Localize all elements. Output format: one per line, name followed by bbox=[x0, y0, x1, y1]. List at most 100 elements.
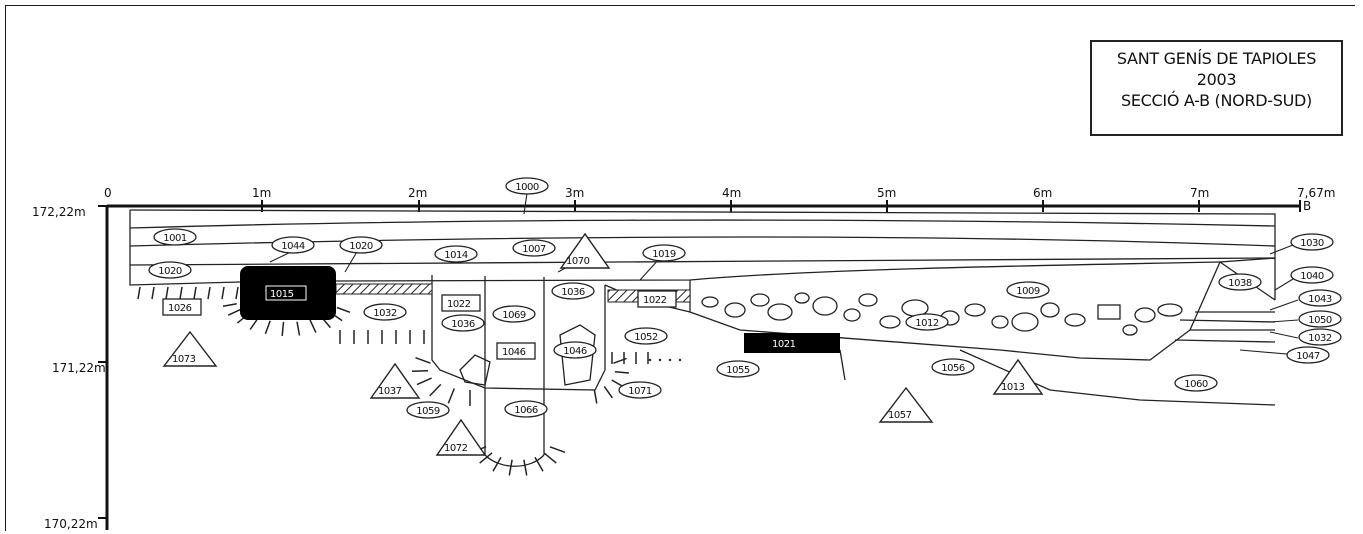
cut-mark bbox=[411, 369, 429, 373]
unit-label: 1038 bbox=[1228, 278, 1252, 289]
x-tick-label: 4m bbox=[722, 186, 741, 200]
drawing-frame bbox=[5, 5, 1355, 531]
oval-tag: 1036 bbox=[441, 314, 485, 332]
unit-label: 1032 bbox=[373, 308, 397, 319]
x-tick-label: 7,67m bbox=[1297, 186, 1335, 200]
x-tick-label: 2m bbox=[408, 186, 427, 200]
unit-label: 1022 bbox=[447, 299, 471, 310]
unit-label: 1073 bbox=[172, 354, 196, 365]
oval-tag: 1040 bbox=[1290, 266, 1334, 284]
title-line-3: SECCIÓ A-B (NORD-SUD) bbox=[1120, 91, 1312, 110]
cut-mark bbox=[543, 452, 557, 464]
cut-mark bbox=[593, 389, 598, 404]
unit-label: 1047 bbox=[1296, 351, 1320, 362]
unit-label: 1056 bbox=[941, 363, 965, 374]
cut-mark bbox=[193, 286, 197, 300]
x-tick-label: 5m bbox=[877, 186, 896, 200]
cut-mark bbox=[508, 459, 513, 476]
oval-tag: 1055 bbox=[716, 360, 760, 378]
cut-mark bbox=[534, 456, 544, 472]
cut-mark bbox=[447, 388, 455, 404]
unit-label: 1071 bbox=[628, 386, 652, 397]
unit-label: 1001 bbox=[163, 233, 187, 244]
cut-mark bbox=[415, 356, 431, 364]
oval-tag: 1032 bbox=[363, 303, 407, 321]
triangle-tags bbox=[162, 232, 1044, 456]
cut-mark bbox=[336, 306, 351, 314]
oval-tag: 1047 bbox=[1286, 346, 1330, 364]
cut-mark bbox=[264, 320, 271, 335]
unit-label: 1046 bbox=[502, 347, 526, 358]
title-line-2: 2003 bbox=[1196, 70, 1237, 89]
oval-tag: 1038 bbox=[1218, 273, 1262, 291]
stone-layer bbox=[459, 292, 1183, 386]
cut-mark bbox=[221, 286, 225, 300]
unit-label: 1020 bbox=[158, 266, 182, 277]
x-tick-label: 3m bbox=[565, 186, 584, 200]
unit-label: 1052 bbox=[634, 332, 658, 343]
unit-label: 1000 bbox=[515, 182, 539, 193]
unit-label: 1050 bbox=[1308, 315, 1332, 326]
unit-label: 1030 bbox=[1300, 238, 1324, 249]
section-end-label: B bbox=[1303, 199, 1311, 213]
unit-label: 1036 bbox=[561, 287, 585, 298]
oval-tag: 1020 bbox=[148, 261, 192, 279]
unit-label: 1060 bbox=[1184, 379, 1208, 390]
oval-tag: 1071 bbox=[618, 381, 662, 399]
rect-tags bbox=[162, 290, 677, 360]
elevation-label: 171,22m bbox=[52, 361, 106, 375]
unit-label: 1036 bbox=[451, 319, 475, 330]
elevation-label: 170,22m bbox=[44, 517, 98, 531]
oval-tag: 1032 bbox=[1298, 328, 1342, 346]
oval-tag: 1012 bbox=[905, 313, 949, 331]
oval-tag: 1009 bbox=[1006, 281, 1050, 299]
unit-label: 1059 bbox=[416, 406, 440, 417]
cut-mark bbox=[222, 303, 237, 308]
oval-tag: 1046 bbox=[553, 341, 597, 359]
cut-mark bbox=[296, 321, 301, 336]
unit-label: 1012 bbox=[915, 318, 939, 329]
unit-label: 1044 bbox=[281, 241, 305, 252]
oval-tag: 1050 bbox=[1298, 310, 1342, 328]
oval-tag: 1044 bbox=[271, 236, 315, 254]
unit-label: 1043 bbox=[1308, 294, 1332, 305]
cut-mark bbox=[309, 319, 317, 333]
oval-tag: 1019 bbox=[642, 244, 686, 262]
title-line-1: SANT GENÍS DE TAPIOLES bbox=[1116, 49, 1317, 68]
unit-label: 1007 bbox=[522, 244, 546, 255]
unit-label: 1066 bbox=[514, 405, 538, 416]
unit-label: 1070 bbox=[566, 256, 590, 267]
cut-mark bbox=[492, 456, 502, 472]
x-tick-label: 0 bbox=[104, 186, 112, 200]
oval-tag: 1043 bbox=[1298, 289, 1342, 307]
oval-tag: 1056 bbox=[931, 358, 975, 376]
oval-tags: 1000 1001 1044 1020 1014 1007 1019 1030 1020 1038… bbox=[148, 177, 1342, 419]
unit-label: 1055 bbox=[726, 365, 750, 376]
cut-mark bbox=[479, 452, 493, 464]
cut-mark bbox=[165, 286, 169, 300]
oval-tag: 1059 bbox=[406, 401, 450, 419]
unit-label: 1014 bbox=[444, 250, 468, 261]
unit-label: 1072 bbox=[444, 443, 468, 454]
oval-tag: 1020 bbox=[339, 236, 383, 254]
oval-tag: 1000 bbox=[505, 177, 549, 195]
dotted-line bbox=[648, 358, 682, 362]
oval-tag: 1001 bbox=[153, 228, 197, 246]
cut-mark bbox=[137, 286, 141, 300]
oval-tag: 1060 bbox=[1174, 374, 1218, 392]
unit-label: 1021 bbox=[772, 339, 796, 350]
unit-label: 1040 bbox=[1300, 271, 1324, 282]
cut-mark bbox=[227, 308, 242, 316]
hatched-layer bbox=[335, 283, 433, 295]
cut-mark bbox=[416, 377, 432, 386]
unit-label: 1057 bbox=[888, 410, 912, 421]
unit-label: 1013 bbox=[1001, 382, 1025, 393]
unit-label: 1015 bbox=[270, 289, 294, 300]
oval-tag: 1014 bbox=[434, 245, 478, 263]
cut-mark bbox=[429, 383, 442, 397]
unit-label: 1019 bbox=[652, 249, 676, 260]
unit-label: 1069 bbox=[502, 310, 526, 321]
unit-label: 1026 bbox=[168, 303, 192, 314]
cut-mark bbox=[614, 370, 629, 374]
